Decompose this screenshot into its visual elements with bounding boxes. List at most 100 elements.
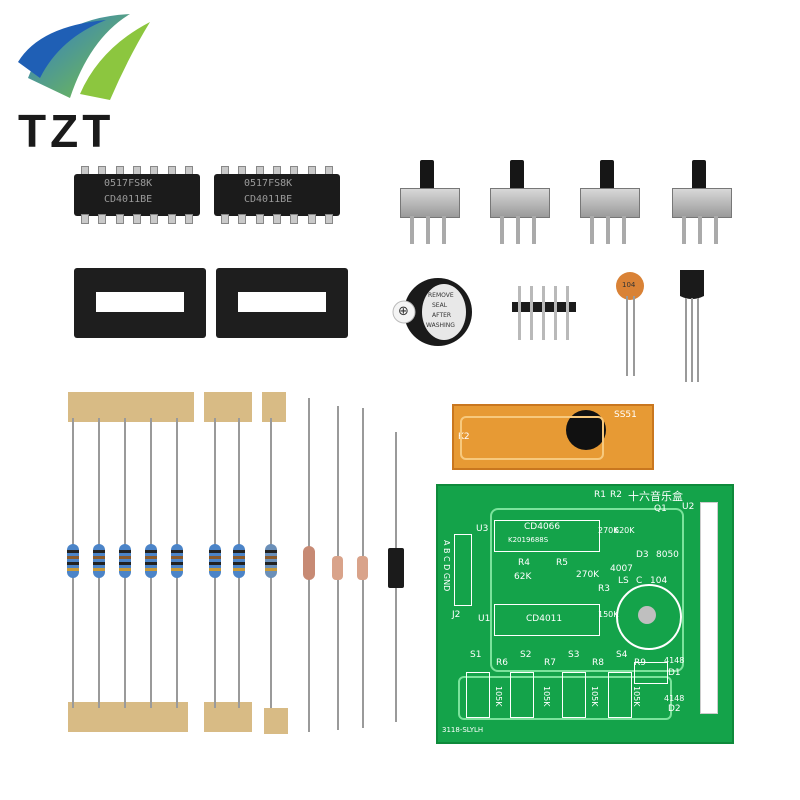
s2-outline xyxy=(510,672,534,718)
signal-diode-1 xyxy=(332,556,343,580)
pcb-label-270k-a: 270K xyxy=(598,526,619,535)
s1-outline xyxy=(466,672,490,718)
pcb-label-ls: LS xyxy=(618,576,629,586)
logo-text: TZT xyxy=(18,105,115,157)
pcb-label-r6: R6 xyxy=(496,658,508,668)
pcb-label-105k-4: 105K xyxy=(632,686,641,707)
s3-outline xyxy=(562,672,586,718)
resistor-band xyxy=(67,550,79,553)
resistor-band xyxy=(145,562,157,565)
pcb-label-105k-2: 105K xyxy=(542,686,551,707)
capacitor-marking: 104 xyxy=(622,281,636,289)
ic-chip-2: 0517FS8K CD4011BE xyxy=(214,166,340,224)
u1-outline xyxy=(494,604,600,636)
music-ic-module: SS51 K2 xyxy=(452,404,654,470)
rectifier-diode xyxy=(388,548,404,588)
resistor xyxy=(93,544,105,578)
resistor-small xyxy=(303,546,315,580)
pcb-label-cd4066: CD4066 xyxy=(524,522,561,532)
pcb-label-105k-1: 105K xyxy=(494,686,503,707)
pcb-label-k201968bs: K2019688S xyxy=(508,536,549,544)
s4-outline xyxy=(608,672,632,718)
tzt-logo: TZT xyxy=(10,8,160,157)
ceramic-capacitor: 104 xyxy=(612,270,648,380)
j2-outline xyxy=(454,534,472,606)
pcb-label-u2: U2 xyxy=(682,502,695,512)
pcb-label-105k-3: 105K xyxy=(590,686,599,707)
pcb-label-r3: R3 xyxy=(598,584,610,594)
pcb-label-u1: U1 xyxy=(478,614,491,624)
pcb-label-r2: R2 xyxy=(610,490,622,500)
pcb-label-d2: D2 xyxy=(668,704,681,714)
slide-switch-2 xyxy=(486,160,550,246)
pcb-label-s4: S4 xyxy=(616,650,628,660)
resistor-band xyxy=(265,562,277,565)
buzzer-label-4: WASHING xyxy=(426,322,455,329)
pcb-label-cd4011: CD4011 xyxy=(526,614,563,624)
resistor xyxy=(233,544,245,578)
resistor-band xyxy=(265,568,277,571)
ic-socket-1 xyxy=(74,268,206,338)
resistor-tape-bottom-3 xyxy=(264,708,288,734)
resistor-band xyxy=(67,568,79,571)
speaker-pad xyxy=(638,606,656,624)
pcb-label-4148-a: 4148 xyxy=(664,656,685,665)
d1-outline xyxy=(634,662,668,684)
transistor xyxy=(674,266,710,386)
resistor xyxy=(145,544,157,578)
resistor-tape-top-1 xyxy=(68,392,194,422)
pin-header xyxy=(508,282,580,342)
resistor-band xyxy=(233,562,245,565)
pcb-trace xyxy=(490,508,684,672)
resistor-band xyxy=(119,556,131,559)
slide-switch-4 xyxy=(668,160,732,246)
pcb-label-104: 104 xyxy=(650,576,668,586)
resistor-band xyxy=(171,556,183,559)
resistor xyxy=(265,544,277,578)
buzzer-label-2: SEAL xyxy=(432,302,448,309)
resistor-band xyxy=(93,556,105,559)
resistor-band xyxy=(93,550,105,553)
pcb-label-4148-b: 4148 xyxy=(664,694,685,703)
pcb-label-r9: R9 xyxy=(634,658,646,668)
resistor-band xyxy=(233,568,245,571)
pcb-label-4007: 4007 xyxy=(610,564,633,574)
pcb-label-62k: 62K xyxy=(514,572,532,582)
ic-socket-2 xyxy=(216,268,348,338)
green-pcb: 十六音乐盒 R1 R2 U3 CD4066 K2019688S Q1 U2 27… xyxy=(436,484,734,744)
resistor-tape-top-3 xyxy=(262,392,286,422)
resistor xyxy=(67,544,79,578)
pcb-trace xyxy=(458,676,672,720)
resistor-band xyxy=(67,562,79,565)
ic-chip-1: 0517FS8K CD4011BE xyxy=(74,166,200,224)
resistor-band xyxy=(171,562,183,565)
pcb-label-r1: R1 xyxy=(594,490,606,500)
buzzer-polarity-symbol: ⊕ xyxy=(398,304,409,319)
resistor-band xyxy=(171,568,183,571)
resistor-band xyxy=(233,556,245,559)
buzzer-label-3: AFTER xyxy=(432,312,452,319)
pcb-edge-strip xyxy=(700,502,718,714)
resistor-band xyxy=(145,550,157,553)
signal-diode-2 xyxy=(357,556,368,580)
ic-marking-top: 0517FS8K xyxy=(104,178,153,189)
slide-switch-3 xyxy=(576,160,640,246)
resistor xyxy=(209,544,221,578)
pcb-label-s3: S3 xyxy=(568,650,580,660)
resistor-band xyxy=(265,556,277,559)
resistor-band xyxy=(209,562,221,565)
logo-swoosh-icon xyxy=(18,14,150,100)
pcb-label-r4: R4 xyxy=(518,558,530,568)
pcb-label-620k: 620K xyxy=(614,526,635,535)
resistor-band xyxy=(145,556,157,559)
pcb-label-q1: Q1 xyxy=(654,504,667,514)
resistor-band xyxy=(119,562,131,565)
resistor-band xyxy=(233,550,245,553)
resistor-band xyxy=(265,550,277,553)
pcb-label-8050: 8050 xyxy=(656,550,679,560)
resistor-band xyxy=(93,562,105,565)
resistor-band xyxy=(171,550,183,553)
pcb-label-s1: S1 xyxy=(470,650,482,660)
pcb-label-c: C xyxy=(636,576,643,586)
pcb-label-r5: R5 xyxy=(556,558,568,568)
